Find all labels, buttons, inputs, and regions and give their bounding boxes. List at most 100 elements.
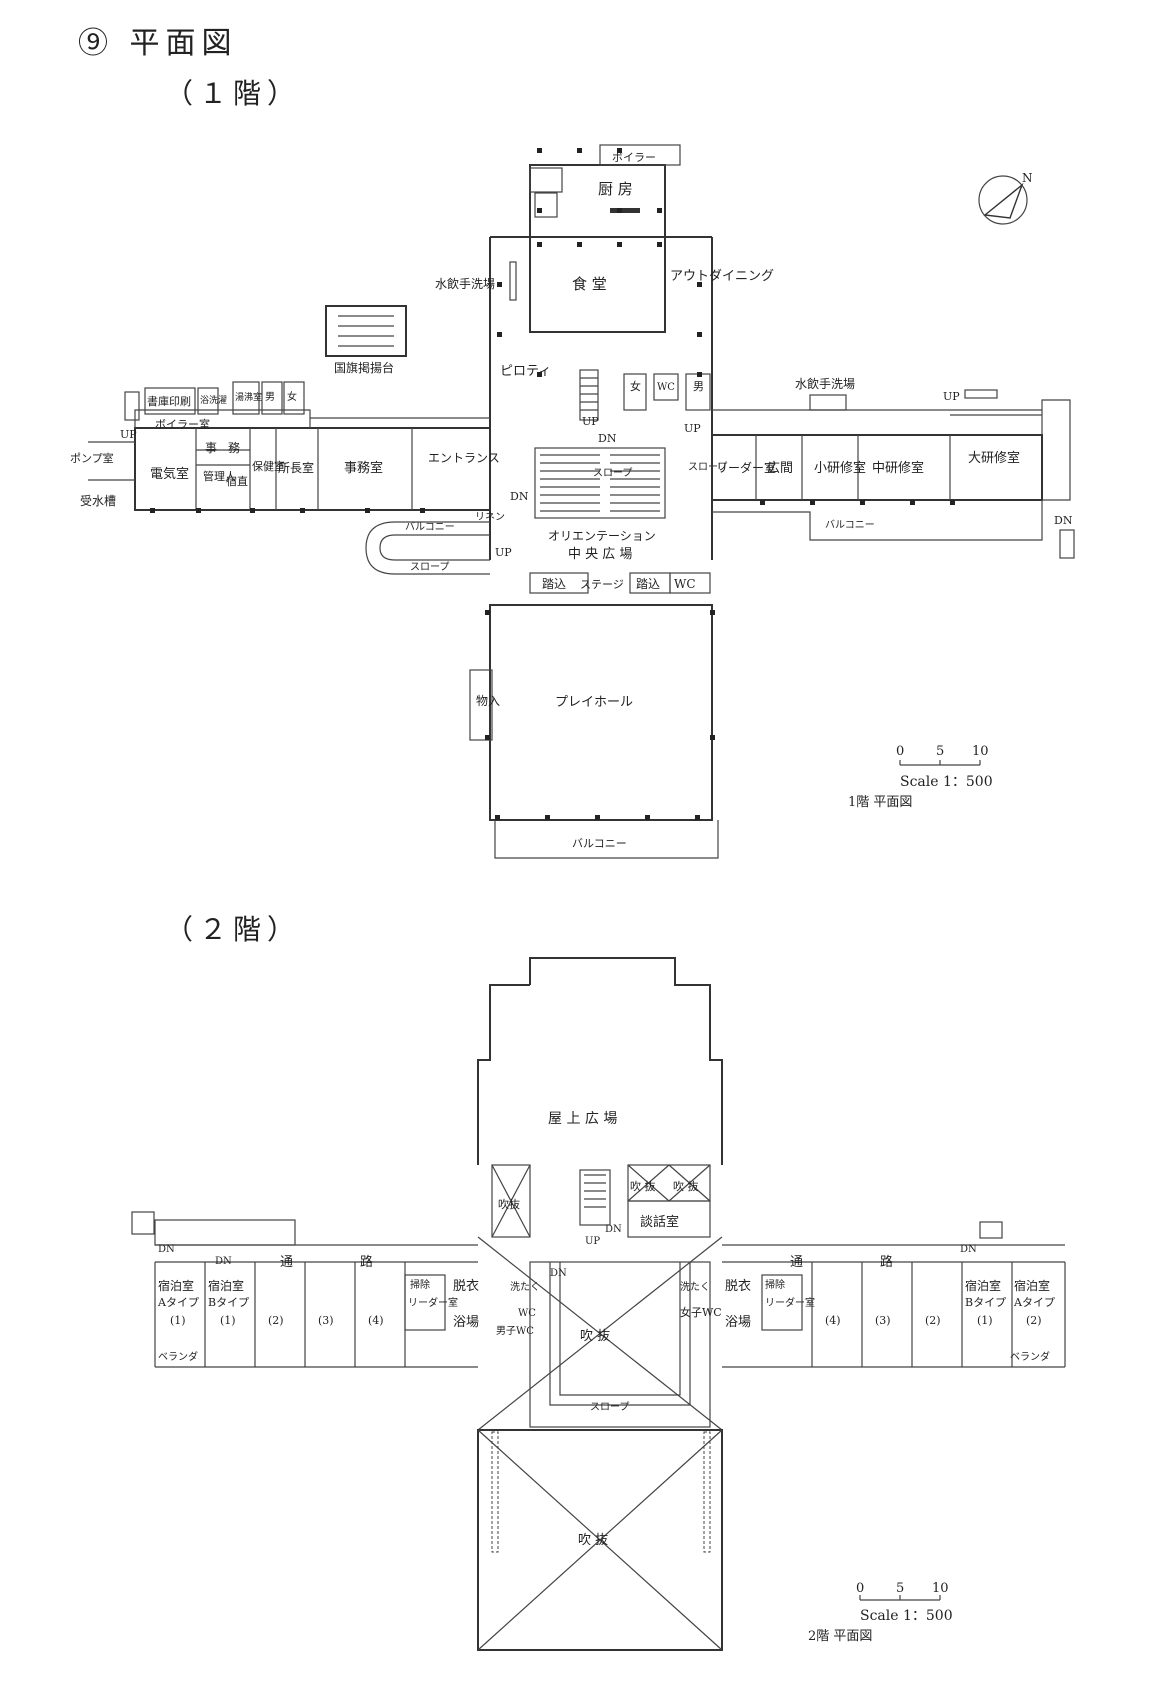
slope-center-label: スロープ [593, 467, 632, 479]
water-tank-label: 受水槽 [80, 494, 116, 508]
svg-text:(2): (2) [268, 1314, 284, 1327]
svg-text:5: 5 [936, 744, 944, 759]
scale-bar-floor2: 0 5 10 Scale 1：500 2階 平面図 [808, 1581, 953, 1644]
men-small-label: 男 [265, 391, 275, 403]
svg-text:(3): (3) [875, 1314, 891, 1327]
svg-text:宿泊室: 宿泊室 [208, 1278, 244, 1293]
dining-label: 食 堂 [572, 275, 607, 293]
boiler-label: ボイラー [612, 151, 656, 164]
floor1-plan: N ボイラー 厨 房 食 堂 アウトダイニング 水飲手洗場 ピロティ 国旗掲揚台… [70, 144, 1075, 859]
svg-text:UP: UP [684, 422, 701, 435]
svg-text:DN: DN [960, 1244, 977, 1255]
svg-text:女子WC: 女子WC [680, 1305, 722, 1319]
mid-study-label: 中研修室 [872, 460, 924, 476]
flag-label: 国旗掲揚台 [334, 360, 394, 375]
svg-text:DN: DN [1054, 514, 1073, 527]
floor1-heading: （１階） [165, 77, 302, 110]
svg-text:脱衣: 脱衣 [725, 1278, 751, 1294]
svg-text:事: 事 [205, 441, 217, 455]
water-wash-label-1: 水飲手洗場 [435, 276, 495, 291]
svg-text:0: 0 [856, 1581, 864, 1596]
svg-text:浴場: 浴場 [453, 1315, 479, 1330]
svg-text:宿泊室: 宿泊室 [965, 1278, 1001, 1293]
balcony-right-label: バルコニー [825, 519, 875, 531]
small-study-label: 小研修室 [814, 460, 866, 476]
svg-text:掃除: 掃除 [765, 1278, 785, 1291]
fukinuke-big-label: 吹 抜 [578, 1532, 608, 1548]
corridor-left-1: 通 [280, 1255, 293, 1270]
talk-room-label: 談話室 [640, 1214, 679, 1230]
corridor-right-1: 通 [790, 1255, 803, 1270]
svg-text:DN: DN [215, 1256, 232, 1267]
svg-text:UP: UP [120, 428, 137, 441]
svg-text:UP: UP [582, 415, 599, 428]
svg-text:DN: DN [550, 1268, 567, 1279]
slope-right-label: スロープ [688, 461, 727, 473]
svg-text:Scale 1：500: Scale 1：500 [860, 1608, 953, 1624]
leader-label: リーダー室 [716, 460, 776, 475]
slope-2f-label: スロープ [590, 1401, 629, 1413]
manager-label: 管理人 [203, 469, 236, 483]
men-wc-label: 男 [693, 380, 704, 393]
fukinuke-center-label: 吹 抜 [580, 1328, 610, 1344]
svg-text:UP: UP [943, 390, 960, 403]
night-label: 宿直 [226, 474, 248, 488]
large-study-label: 大研修室 [968, 450, 1020, 466]
electric-label: 電気室 [150, 466, 189, 482]
svg-text:(3): (3) [318, 1314, 334, 1327]
svg-text:2階 平面図: 2階 平面図 [808, 1629, 872, 1644]
women-small-label: 女 [287, 390, 297, 403]
slope-left-label: スロープ [410, 561, 449, 573]
north-arrow-icon: N [978, 171, 1033, 225]
dining-room [529, 236, 666, 333]
yusou-label: 湯沸室 [235, 391, 262, 403]
svg-text:掃除: 掃除 [410, 1278, 430, 1291]
svg-text:Bタイプ: Bタイプ [965, 1296, 1006, 1309]
rinen-label: リネン [475, 511, 505, 523]
storage-label: 物入 [476, 694, 500, 708]
svg-text:ベランダ: ベランダ [1010, 1350, 1050, 1363]
svg-text:0: 0 [896, 744, 904, 759]
svg-text:DN: DN [598, 432, 617, 445]
svg-text:務: 務 [228, 441, 240, 455]
svg-text:浴場: 浴場 [725, 1315, 751, 1330]
fukinuke-a-label: 吹 抜 [630, 1179, 656, 1193]
central-atrium [529, 1261, 711, 1428]
floor2-heading: （２階） [165, 913, 302, 946]
svg-text:洗たく: 洗たく [680, 1281, 710, 1293]
corridor-left-2: 路 [360, 1254, 373, 1270]
rooftop-label: 屋 上 広 場 [548, 1111, 617, 1127]
svg-text:N: N [1022, 171, 1033, 185]
svg-text:DN: DN [605, 1224, 622, 1235]
svg-text:1階 平面図: 1階 平面図 [848, 795, 912, 810]
svg-text:(4): (4) [368, 1314, 384, 1327]
svg-text:UP: UP [495, 546, 512, 559]
right-wing [711, 434, 1043, 501]
corridor-right-2: 路 [880, 1254, 893, 1270]
play-hall [489, 604, 713, 821]
fukinuke-small-label: 吹抜 [498, 1197, 520, 1211]
svg-text:リーダー室: リーダー室 [765, 1296, 815, 1309]
boiler-room-label: ボイラー室 [155, 417, 210, 431]
svg-text:宿泊室: 宿泊室 [1014, 1278, 1050, 1293]
out-dining-label: アウトダイニング [670, 269, 774, 284]
laundry-label: 浴洗濯 [200, 394, 227, 406]
balcony-left-label: バルコニー [405, 521, 455, 533]
entrance-label: エントランス [428, 451, 500, 465]
svg-text:Aタイプ: Aタイプ [157, 1296, 199, 1309]
svg-text:(2): (2) [925, 1314, 941, 1327]
svg-text:DN: DN [510, 490, 529, 503]
svg-text:Aタイプ: Aタイプ [1013, 1296, 1055, 1309]
fumikomi-left: 踏込 [542, 577, 566, 591]
central-stairs [534, 447, 666, 519]
director-label: 所長室 [278, 460, 314, 475]
scale-bar-floor1: 0 5 10 Scale 1：500 1階 平面図 [848, 744, 993, 810]
plaza-label: 中 央 広 場 [568, 547, 632, 562]
women-wc-label: 女 [630, 379, 641, 393]
svg-text:(1): (1) [977, 1314, 993, 1327]
books-label: 書庫印刷 [147, 394, 191, 408]
water-wash-label-2: 水飲手洗場 [795, 376, 855, 391]
svg-text:男子WC: 男子WC [496, 1325, 534, 1337]
svg-text:(1): (1) [170, 1314, 186, 1327]
wc-center-label: WC [657, 382, 675, 393]
